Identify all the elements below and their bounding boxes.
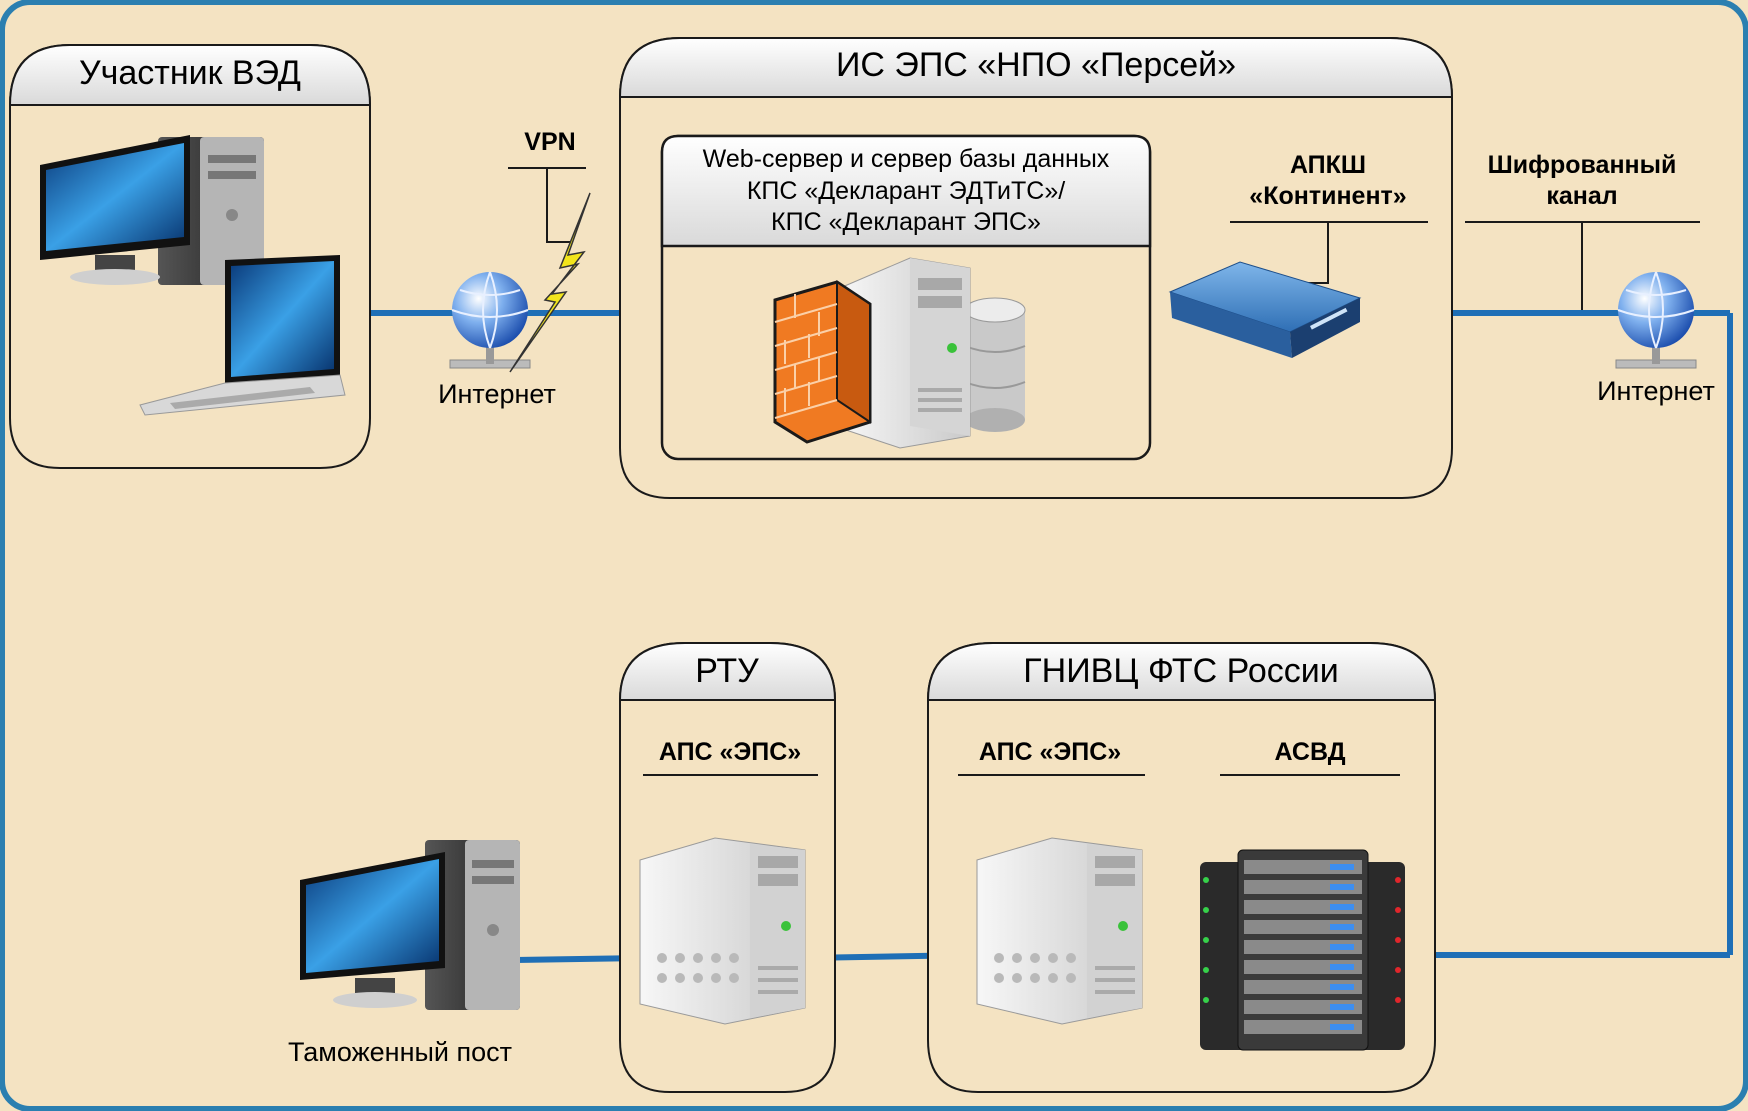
apksh-label-line-2: «Континент» (1249, 182, 1406, 210)
customs-post-label: Таможенный пост (288, 1037, 512, 1067)
rtu-title: РТУ (695, 652, 759, 690)
server-tower-icon (976, 837, 1143, 1025)
asvd-label: АСВД (1274, 738, 1345, 766)
database-icon (964, 297, 1026, 432)
server-rack-icon (1200, 849, 1405, 1051)
vpn-label: VPN (524, 128, 575, 156)
network-appliance-icon (1168, 261, 1362, 358)
gnivc-title: ГНИВЦ ФТС России (1023, 652, 1338, 690)
internet-right-label: Интернет (1597, 376, 1715, 406)
server-tower-icon (639, 837, 806, 1025)
apksh-label-line-1: АПКШ (1290, 151, 1366, 179)
webserver-line-2: КПС «Декларант ЭДТиТС»/ (747, 177, 1065, 205)
globe-network-icon (449, 271, 531, 369)
ieps-title: ИС ЭПС «НПО «Персей» (836, 46, 1236, 84)
vpn-callout-stem (546, 168, 572, 243)
cipher-label-line-2: канал (1546, 182, 1617, 210)
globe-network-icon (1615, 271, 1697, 369)
aps-rtu-label: АПС «ЭПС» (659, 738, 801, 766)
lightning-vpn-icon (509, 192, 591, 373)
participant-title: Участник ВЭД (79, 54, 301, 92)
firewall-icon (773, 280, 872, 444)
cipher-label-line-1: Шифрованный (1488, 151, 1677, 179)
aps-gnivc-label: АПС «ЭПС» (979, 738, 1121, 766)
desktop-computer-icon (300, 840, 520, 1010)
internet-left-label: Интернет (438, 379, 556, 409)
webserver-line-3: КПС «Декларант ЭПС» (771, 208, 1041, 236)
server-tower-icon (839, 257, 971, 449)
desktop-computer-icon (40, 135, 264, 285)
laptop-icon (139, 255, 346, 416)
webserver-line-1: Web-сервер и сервер базы данных (703, 145, 1110, 173)
